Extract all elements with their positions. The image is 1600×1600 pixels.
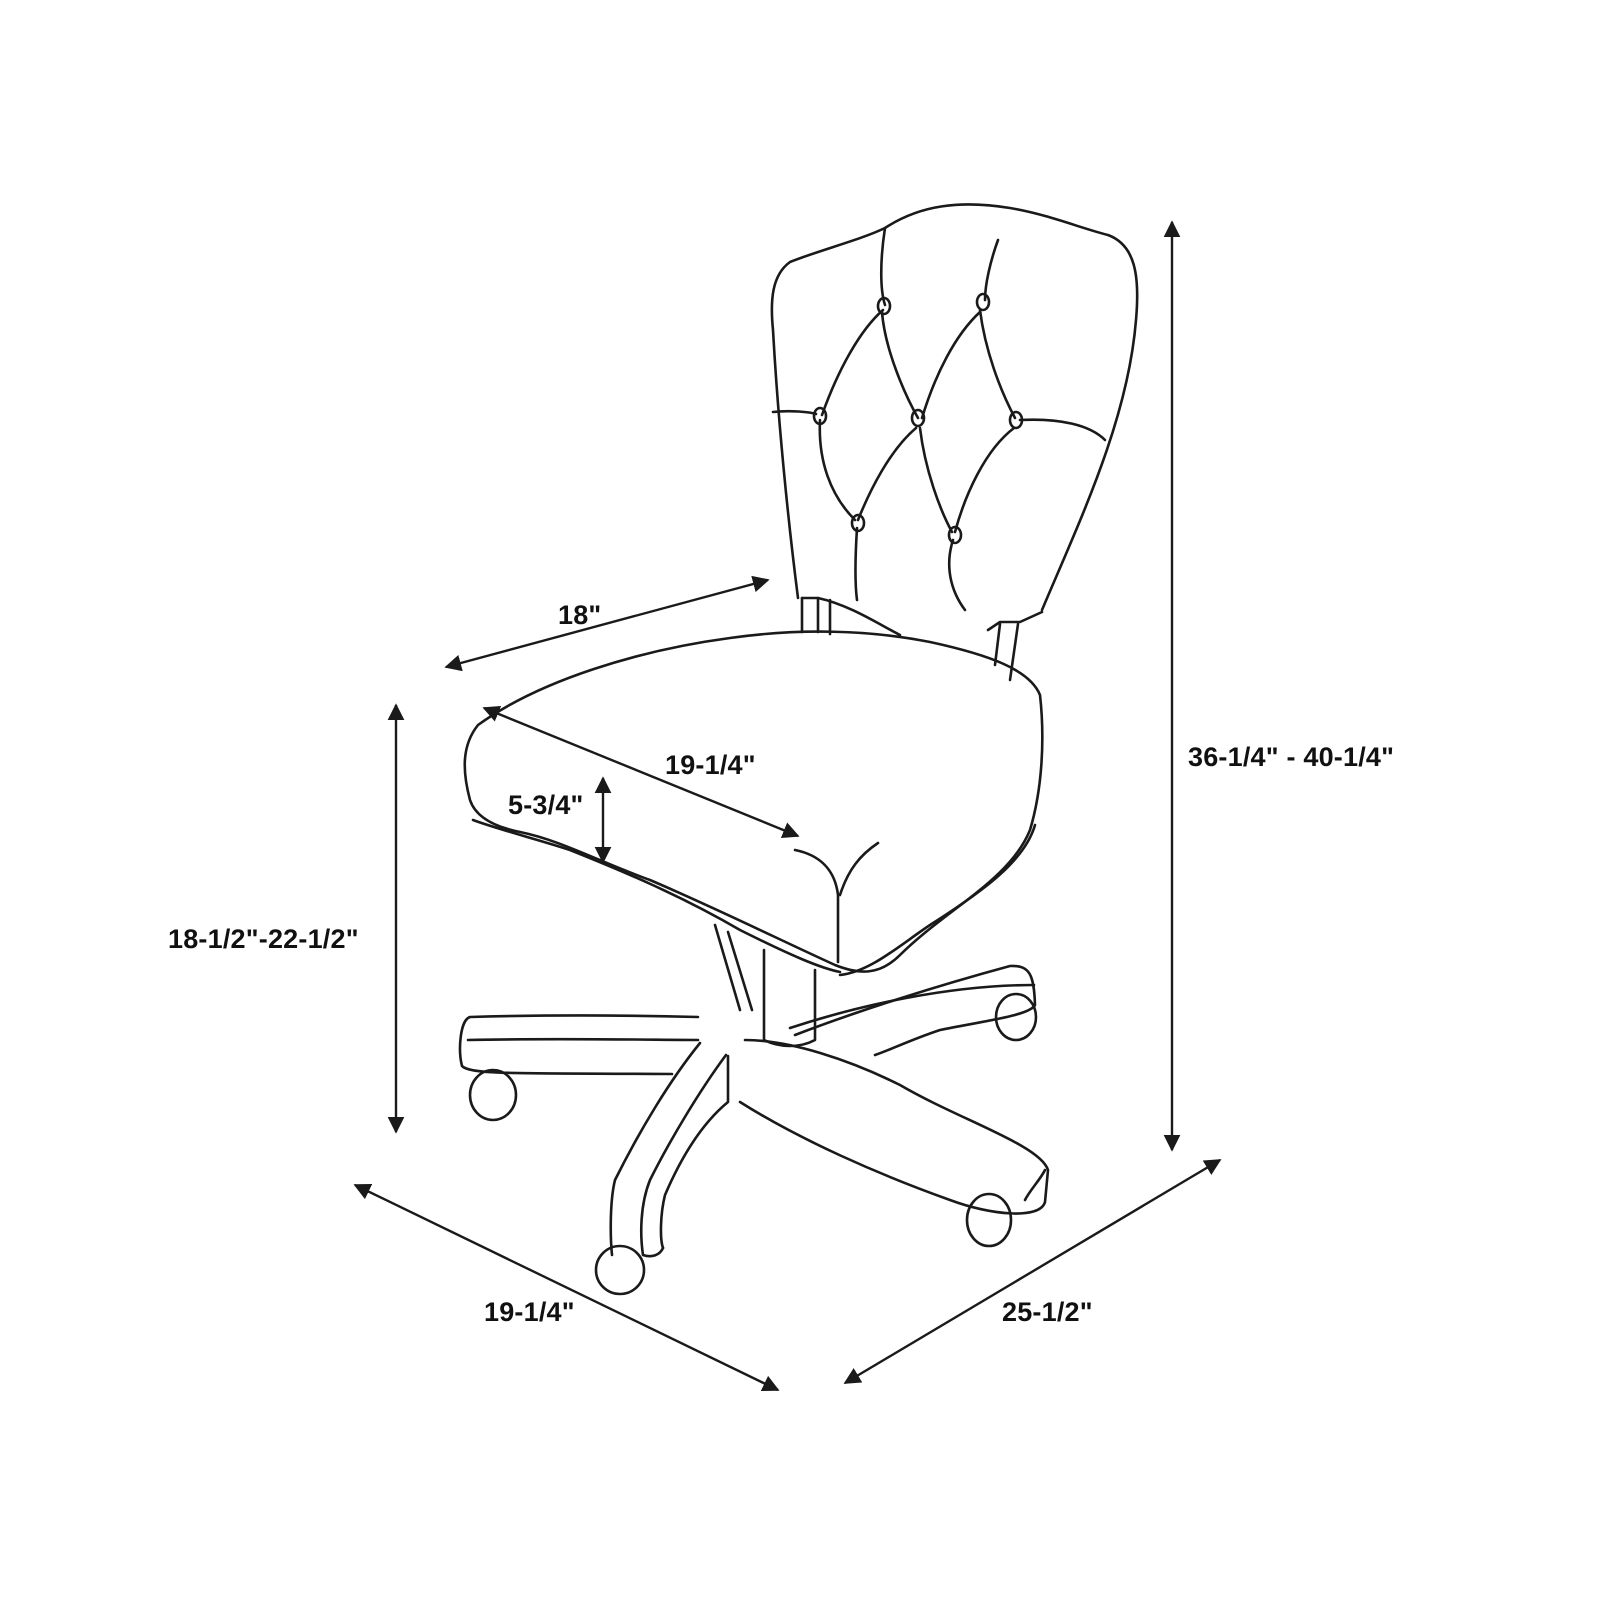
label-seat-width: 18" [558,600,602,630]
chair-backrest [770,203,1139,682]
label-seat-height: 18-1/2"-22-1/2" [168,924,359,954]
dim-line-seat-width [444,575,770,672]
caster-right-back [994,992,1038,1042]
caster-front [594,1244,646,1296]
dim-line-seat-depth [482,705,800,839]
label-base-depth: 19-1/4" [484,1297,575,1327]
dim-line-base-depth [353,1183,780,1392]
label-seat-depth: 19-1/4" [665,750,756,780]
label-overall-height: 36-1/4" - 40-1/4" [1188,742,1395,772]
chair-base [458,964,1050,1296]
label-base-width: 25-1/2" [1002,1297,1093,1327]
dimension-lines [353,220,1222,1392]
label-cushion-thickness: 5-3/4" [508,790,584,820]
caster-right-front [965,1192,1013,1248]
caster-left [468,1068,518,1122]
dim-line-base-width [843,1158,1222,1385]
